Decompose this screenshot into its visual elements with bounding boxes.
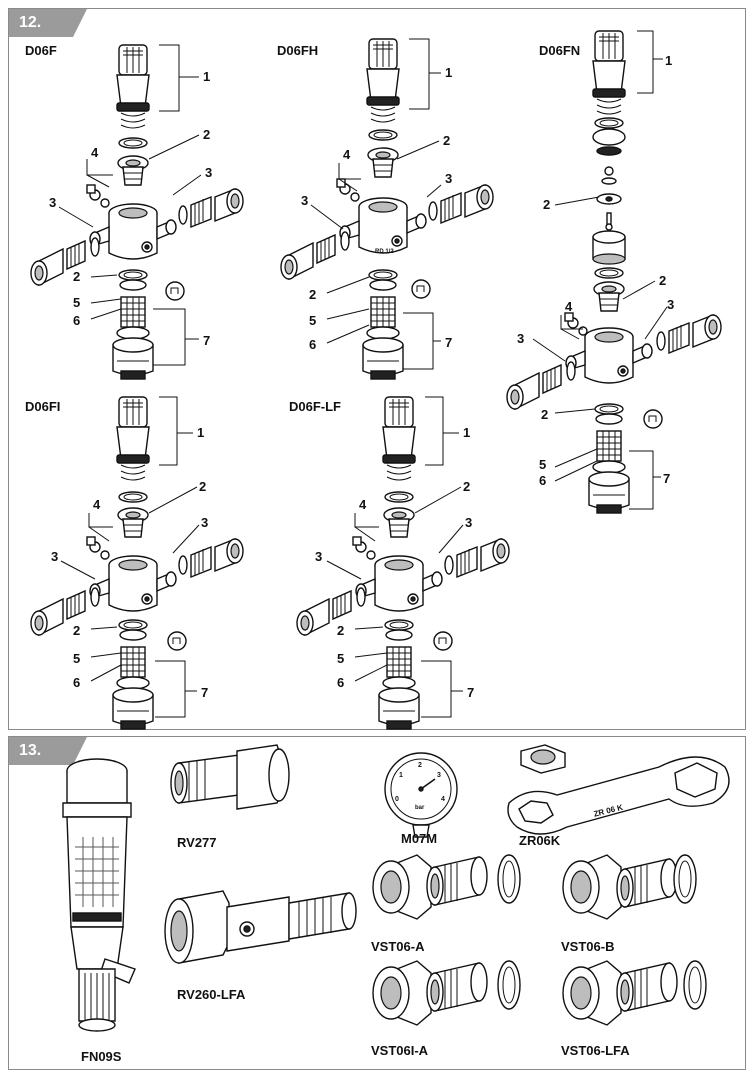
- svg-text:1: 1: [197, 425, 204, 440]
- svg-text:7: 7: [663, 471, 670, 486]
- svg-text:2: 2: [73, 623, 80, 638]
- assembly-drawings: D06F 1 2 3 4 3 2 5 6 7: [25, 30, 722, 730]
- assembly-d06fi: D06FI 1 2 4 3 3 2 5 6 7: [25, 396, 244, 730]
- svg-text:4: 4: [565, 299, 573, 314]
- svg-text:3: 3: [201, 515, 208, 530]
- svg-text:5: 5: [73, 651, 80, 666]
- svg-text:4: 4: [359, 497, 367, 512]
- accessory-vst06-a: VST06-A: [371, 854, 521, 954]
- svg-text:2: 2: [543, 197, 550, 212]
- svg-text:0: 0: [395, 796, 399, 803]
- svg-text:3: 3: [315, 549, 322, 564]
- accessory-label: VST06-A: [371, 939, 425, 954]
- svg-text:3: 3: [465, 515, 472, 530]
- section-badge: 12.: [9, 9, 87, 37]
- svg-text:6: 6: [73, 313, 80, 328]
- svg-text:1: 1: [665, 53, 672, 68]
- svg-text:5: 5: [309, 313, 316, 328]
- assembly-label: D06FI: [25, 399, 60, 414]
- section-badge: 13.: [9, 737, 87, 765]
- svg-text:6: 6: [309, 337, 316, 352]
- accessory-drawings: FN09S RV277 RV260-LFA 0 1: [62, 744, 730, 1064]
- assembly-label: D06FH: [277, 43, 318, 58]
- svg-text:2: 2: [309, 287, 316, 302]
- svg-text:2: 2: [418, 762, 422, 769]
- svg-text:3: 3: [437, 772, 441, 779]
- svg-text:5: 5: [73, 295, 80, 310]
- assembly-label: D06F-LF: [289, 399, 341, 414]
- svg-text:2: 2: [443, 133, 450, 148]
- svg-text:7: 7: [467, 685, 474, 700]
- svg-text:5: 5: [539, 457, 546, 472]
- svg-text:7: 7: [201, 685, 208, 700]
- svg-text:6: 6: [73, 675, 80, 690]
- accessory-zr06k: ZR 06 K ZR06K: [507, 744, 730, 848]
- accessory-vst06-lfa: VST06-LFA: [561, 960, 707, 1058]
- svg-text:4: 4: [343, 147, 351, 162]
- accessory-rv277: RV277: [170, 744, 290, 850]
- svg-text:3: 3: [205, 165, 212, 180]
- svg-text:1: 1: [203, 69, 210, 84]
- accessory-label: RV277: [177, 835, 217, 850]
- accessory-fn09s: FN09S: [62, 758, 136, 1064]
- svg-text:7: 7: [445, 335, 452, 350]
- svg-text:2: 2: [659, 273, 666, 288]
- accessory-label: VST06I-A: [371, 1043, 429, 1058]
- assembly-label: D06F: [25, 43, 57, 58]
- svg-text:7: 7: [203, 333, 210, 348]
- section-12-panel: 12.: [8, 8, 746, 730]
- section-13-panel: 13.: [8, 736, 746, 1070]
- svg-text:bar: bar: [415, 805, 425, 811]
- svg-text:6: 6: [337, 675, 344, 690]
- svg-text:2: 2: [463, 479, 470, 494]
- svg-text:5: 5: [337, 651, 344, 666]
- assembly-label: D06FN: [539, 43, 580, 58]
- svg-text:4: 4: [441, 796, 445, 803]
- svg-text:2: 2: [73, 269, 80, 284]
- accessory-m07m: 0 1 2 3 4 bar M07M: [384, 752, 458, 846]
- assembly-d06fn: D06FN 1: [506, 30, 722, 514]
- svg-text:1: 1: [445, 65, 452, 80]
- accessory-vst06i-a: VST06I-A: [371, 960, 521, 1058]
- svg-text:1: 1: [399, 772, 403, 779]
- svg-text:1: 1: [463, 425, 470, 440]
- svg-text:3: 3: [301, 193, 308, 208]
- svg-text:3: 3: [51, 549, 58, 564]
- svg-text:4: 4: [93, 497, 101, 512]
- svg-text:6: 6: [539, 473, 546, 488]
- svg-text:2: 2: [541, 407, 548, 422]
- assembly-d06f-lf: D06F-LF 1 2 4 3 3 2 5 6 7: [289, 396, 510, 730]
- svg-text:2: 2: [199, 479, 206, 494]
- assembly-d06fh: D06FH RD 1/2 1 2 4 3 3 2 5: [277, 38, 494, 380]
- accessory-label: RV260-LFA: [177, 987, 246, 1002]
- accessory-label: ZR06K: [519, 833, 561, 848]
- svg-text:3: 3: [667, 297, 674, 312]
- svg-text:3: 3: [445, 171, 452, 186]
- svg-text:2: 2: [203, 127, 210, 142]
- accessory-label: VST06-B: [561, 939, 614, 954]
- svg-text:2: 2: [337, 623, 344, 638]
- svg-text:4: 4: [91, 145, 99, 160]
- accessory-label: VST06-LFA: [561, 1043, 630, 1058]
- svg-text:3: 3: [49, 195, 56, 210]
- svg-text:RD 1/2: RD 1/2: [375, 249, 394, 255]
- assembly-d06f: D06F 1 2 3 4 3 2 5 6 7: [25, 43, 244, 380]
- svg-text:3: 3: [517, 331, 524, 346]
- accessory-rv260-lfa: RV260-LFA: [164, 890, 357, 1002]
- accessory-vst06-b: VST06-B: [561, 854, 697, 954]
- accessory-label: M07M: [401, 831, 437, 846]
- accessory-label: FN09S: [81, 1049, 122, 1064]
